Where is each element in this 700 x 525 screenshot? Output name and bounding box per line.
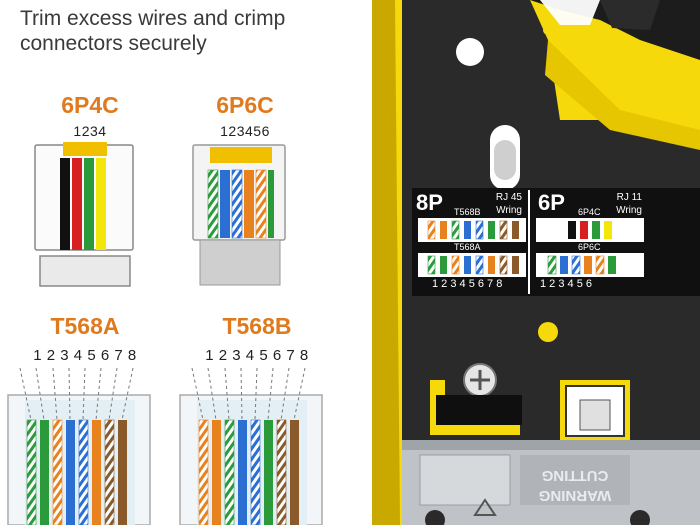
heading-line-1: Trim excess wires and crimp — [20, 7, 286, 30]
connector-t568b — [179, 367, 323, 525]
title-t568a: T568A — [50, 313, 120, 339]
label-8p-row2: T568A — [454, 242, 481, 252]
bars-t568a — [427, 255, 519, 275]
pins-6p6c: 123456 — [220, 123, 270, 139]
pins-t568b: 1 2 3 4 5 6 7 8 — [205, 347, 309, 364]
label-8p-row1: T568B — [454, 207, 481, 217]
label-6p-big: 6P — [538, 190, 565, 215]
label-8p-rj: RJ 45 — [495, 192, 522, 203]
pins-6p4c: 1234 — [73, 123, 107, 139]
pins-t568a: 1 2 3 4 5 6 7 8 — [33, 347, 137, 364]
connector-6p6c — [192, 144, 286, 286]
label-6p-wring: Wring — [616, 205, 642, 216]
label-8p-wring: Wring — [496, 205, 522, 216]
label-8p-pins: 1 2 3 4 5 6 7 8 — [432, 278, 503, 290]
heading-line-2: connectors securely — [20, 32, 207, 55]
label-6p-row1: 6P4C — [578, 207, 601, 217]
connector-t568a — [7, 367, 151, 525]
warning-line-2: CUTTING — [541, 467, 609, 484]
tool-label-6p: 6P RJ 11 Wring 6P4C 6P6C 1 2 3 4 5 6 — [532, 190, 646, 294]
warning-engraving: WARNING CUTTING — [520, 455, 630, 505]
label-6p-rj: RJ 11 — [616, 192, 642, 203]
title-6p6c: 6P6C — [216, 92, 274, 118]
warning-line-1: WARNING — [538, 487, 612, 504]
bars-6p4c — [568, 221, 612, 239]
bars-t568b — [427, 220, 519, 240]
bars-6p6c — [547, 255, 616, 275]
title-t568b: T568B — [222, 313, 292, 339]
connector-6p4c — [34, 142, 134, 287]
crimping-tool — [372, 0, 700, 525]
label-6p-row2: 6P6C — [578, 242, 601, 252]
label-6p-pins: 1 2 3 4 5 6 — [540, 278, 592, 290]
heading: Trim excess wires and crimp connectors s… — [20, 6, 285, 56]
title-6p4c: 6P4C — [61, 92, 119, 118]
tool-label-8p: 8P RJ 45 Wring T568B T568A 1 2 3 4 5 6 7… — [414, 190, 528, 294]
label-8p-big: 8P — [416, 190, 443, 215]
